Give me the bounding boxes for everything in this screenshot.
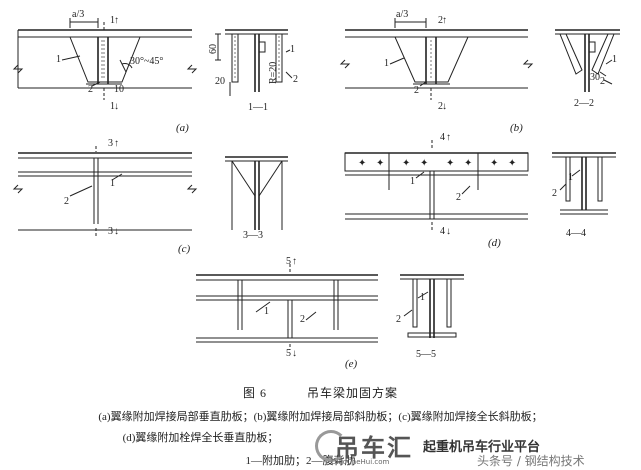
panel-d-elevation: ✦ ✦ ✦ ✦ ✦ ✦ ✦ ✦ 4 ↑ 4 ↓ 1 2 (d) bbox=[344, 132, 529, 249]
logo-arc-icon bbox=[315, 430, 347, 462]
svg-text:2: 2 bbox=[414, 85, 419, 96]
svg-text:1: 1 bbox=[612, 54, 617, 65]
svg-text:2: 2 bbox=[64, 196, 69, 207]
panel-e-elevation: 5 ↑ 5 ↓ 1 2 (e) bbox=[196, 256, 378, 370]
svg-text:2: 2 bbox=[600, 76, 605, 87]
callout-1-s11: 1 bbox=[290, 44, 295, 55]
section-label-5-5: 5—5 bbox=[416, 349, 436, 360]
svg-text:1: 1 bbox=[264, 306, 269, 317]
bolt-row: ✦ ✦ ✦ ✦ ✦ ✦ ✦ ✦ bbox=[358, 158, 516, 169]
svg-text:↑: ↑ bbox=[442, 15, 447, 26]
figure-number: 图 6 bbox=[242, 386, 267, 400]
svg-text:4: 4 bbox=[440, 226, 445, 237]
watermark-credit: 头条号 / 钢结构技术 bbox=[477, 454, 585, 468]
svg-text:1: 1 bbox=[568, 172, 573, 183]
svg-text:4: 4 bbox=[440, 132, 445, 143]
dim-30-label: 30 bbox=[590, 72, 600, 83]
caption-d: (d) bbox=[488, 237, 501, 249]
svg-text:1: 1 bbox=[420, 292, 425, 303]
svg-text:✦: ✦ bbox=[420, 158, 428, 169]
svg-text:2: 2 bbox=[456, 192, 461, 203]
section-1-1: 60 20 R=20 1 2 1—1 bbox=[208, 29, 298, 113]
svg-text:1: 1 bbox=[384, 58, 389, 69]
caption-a: (a) bbox=[176, 122, 189, 134]
svg-text:↑: ↑ bbox=[114, 138, 119, 149]
svg-text:2: 2 bbox=[438, 15, 443, 26]
section-label-2-2: 2—2 bbox=[574, 98, 594, 109]
dim-a3-label: a/3 bbox=[72, 9, 84, 20]
svg-text:✦: ✦ bbox=[402, 158, 410, 169]
watermark: 吊车汇 DiaoCheHui.com 起重机吊车行业平台 头条号 / 钢结构技术 bbox=[305, 426, 641, 470]
svg-text:✦: ✦ bbox=[358, 158, 366, 169]
svg-text:2: 2 bbox=[438, 101, 443, 112]
note-line-2: (d)翼缘附加栓焊全长垂直肋板； bbox=[122, 432, 279, 444]
caption-b: (b) bbox=[510, 122, 523, 134]
watermark-site: DiaoCheHui.com bbox=[331, 458, 390, 466]
svg-text:✦: ✦ bbox=[508, 158, 516, 169]
svg-text:✦: ✦ bbox=[464, 158, 472, 169]
watermark-slogan: 起重机吊车行业平台 bbox=[423, 440, 541, 455]
svg-text:✦: ✦ bbox=[376, 158, 384, 169]
section-label-1-1: 1—1 bbox=[248, 102, 268, 113]
svg-text:↑: ↑ bbox=[446, 132, 451, 143]
section-2-2: 1 30 2 2—2 bbox=[555, 29, 620, 109]
svg-text:3: 3 bbox=[108, 226, 113, 237]
caption-e: (e) bbox=[345, 358, 358, 370]
angle-label: 30°~45° bbox=[130, 56, 163, 67]
callout-2-s11: 2 bbox=[293, 74, 298, 85]
section-3-3: 3—3 bbox=[225, 156, 288, 241]
section-label-4-4: 4—4 bbox=[566, 228, 586, 239]
svg-text:5: 5 bbox=[286, 348, 291, 359]
svg-text:2: 2 bbox=[396, 314, 401, 325]
panel-c-elevation: 3 ↑ 3 ↓ 2 1 (c) bbox=[12, 138, 198, 255]
panel-b-elevation: a/3 2 ↑ 2 ↓ 1 2 (b) bbox=[339, 9, 534, 134]
svg-text:a/3: a/3 bbox=[396, 9, 408, 20]
watermark-logo-text: 吊车汇 bbox=[335, 434, 413, 462]
section-4-4: 1 2 4—4 bbox=[552, 152, 616, 239]
dim-10-label: 10 bbox=[114, 84, 124, 95]
section-5-5: 1 2 5—5 bbox=[396, 274, 464, 360]
svg-text:5: 5 bbox=[286, 256, 291, 267]
note-line-1: (a)翼缘附加焊接局部垂直肋板；(b)翼缘附加焊接局部斜肋板；(c)翼缘附加焊接… bbox=[98, 411, 543, 423]
svg-text:2: 2 bbox=[552, 188, 557, 199]
svg-text:1: 1 bbox=[410, 176, 415, 187]
svg-text:↓: ↓ bbox=[114, 226, 119, 237]
svg-text:↓: ↓ bbox=[114, 101, 119, 112]
watermark-logo: 吊车汇 DiaoCheHui.com bbox=[315, 426, 425, 470]
cut-mark-1-top: 1 bbox=[110, 15, 115, 26]
caption-c: (c) bbox=[178, 243, 191, 255]
figure-title-text: 吊车梁加固方案 bbox=[307, 386, 399, 400]
svg-text:↓: ↓ bbox=[292, 348, 297, 359]
dim-20-label: 20 bbox=[215, 76, 225, 87]
panel-a-elevation: a/3 1 ↑ 1 ↓ 30°~45° 1 2 10 (a) bbox=[12, 9, 198, 134]
section-label-3-3: 3—3 bbox=[243, 230, 263, 241]
svg-text:↓: ↓ bbox=[446, 226, 451, 237]
figure-title: 图 6 吊车梁加固方案 bbox=[0, 384, 641, 401]
svg-text:1: 1 bbox=[110, 178, 115, 189]
svg-text:✦: ✦ bbox=[490, 158, 498, 169]
svg-text:3: 3 bbox=[108, 138, 113, 149]
svg-text:2: 2 bbox=[300, 314, 305, 325]
svg-text:↓: ↓ bbox=[442, 101, 447, 112]
radius-label: R=20 bbox=[268, 62, 279, 84]
svg-text:↑: ↑ bbox=[114, 15, 119, 26]
svg-text:✦: ✦ bbox=[446, 158, 454, 169]
dim-60-label: 60 bbox=[208, 44, 219, 54]
svg-text:↑: ↑ bbox=[292, 256, 297, 267]
callout-2-a: 2 bbox=[88, 84, 93, 95]
cut-mark-1-bottom: 1 bbox=[110, 101, 115, 112]
callout-1-a: 1 bbox=[56, 54, 61, 65]
